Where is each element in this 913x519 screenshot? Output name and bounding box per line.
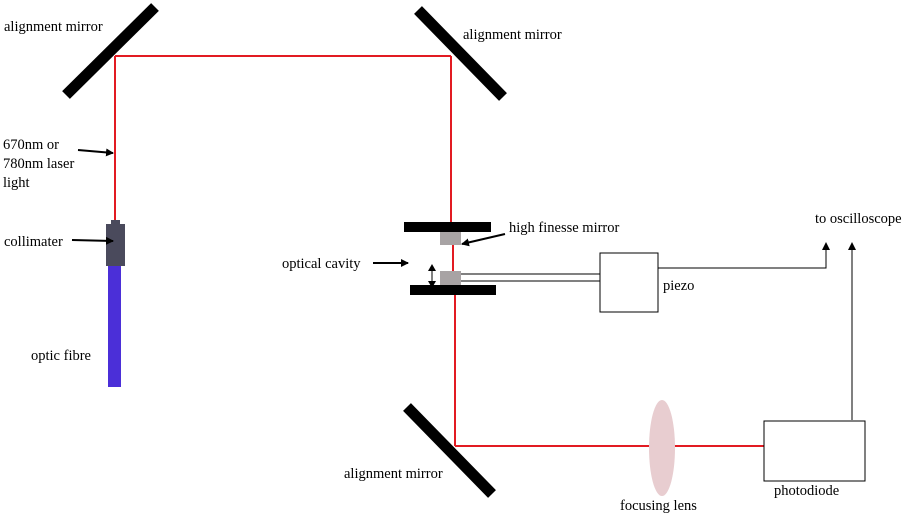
label-alignment-mirror-top-left: alignment mirror — [4, 19, 103, 35]
piezo-signal-line — [658, 242, 830, 269]
label-piezo: piezo — [663, 278, 694, 294]
laser-beam — [114, 55, 764, 447]
optic-fibre — [108, 258, 121, 387]
alignment-mirror-bottom — [403, 403, 496, 498]
label-laser-light-line-1: 670nm or — [3, 137, 59, 153]
label-optic-fibre: optic fibre — [31, 348, 91, 364]
label-alignment-mirror-bottom: alignment mirror — [344, 466, 443, 482]
label-optical-cavity: optical cavity — [282, 256, 361, 272]
collimator-cap — [111, 220, 120, 225]
label-laser-light-line-2: 780nm laser — [3, 156, 74, 172]
photodiode-box — [763, 420, 866, 482]
label-collimater: collimater — [4, 234, 63, 250]
cavity-gap-arrowhead-up — [428, 264, 436, 271]
cavity-gap-arrowhead-down — [428, 281, 436, 288]
label-to-oscilloscope: to oscilloscope — [815, 211, 902, 227]
label-photodiode: photodiode — [774, 483, 839, 499]
piezo-box — [599, 252, 659, 313]
alignment-mirror-top-left — [62, 3, 159, 99]
cavity-bottom-plate — [410, 285, 496, 295]
focusing-lens — [649, 400, 675, 496]
high-finesse-mirror-top — [440, 232, 461, 245]
label-high-finesse-mirror: high finesse mirror — [509, 220, 620, 236]
laser-light-pointer-arrow — [77, 148, 114, 157]
label-focusing-lens: focusing lens — [620, 498, 697, 514]
collimater-pointer-arrow — [71, 236, 114, 245]
label-alignment-mirror-top-right: alignment mirror — [463, 27, 562, 43]
label-laser-light-line-3: light — [3, 175, 30, 191]
cavity-top-plate — [404, 222, 491, 232]
high-finesse-mirror-pointer-arrow — [461, 233, 506, 247]
alignment-mirror-top-right — [414, 6, 507, 101]
collimator — [106, 224, 125, 266]
high-finesse-mirror-bottom — [440, 271, 461, 285]
